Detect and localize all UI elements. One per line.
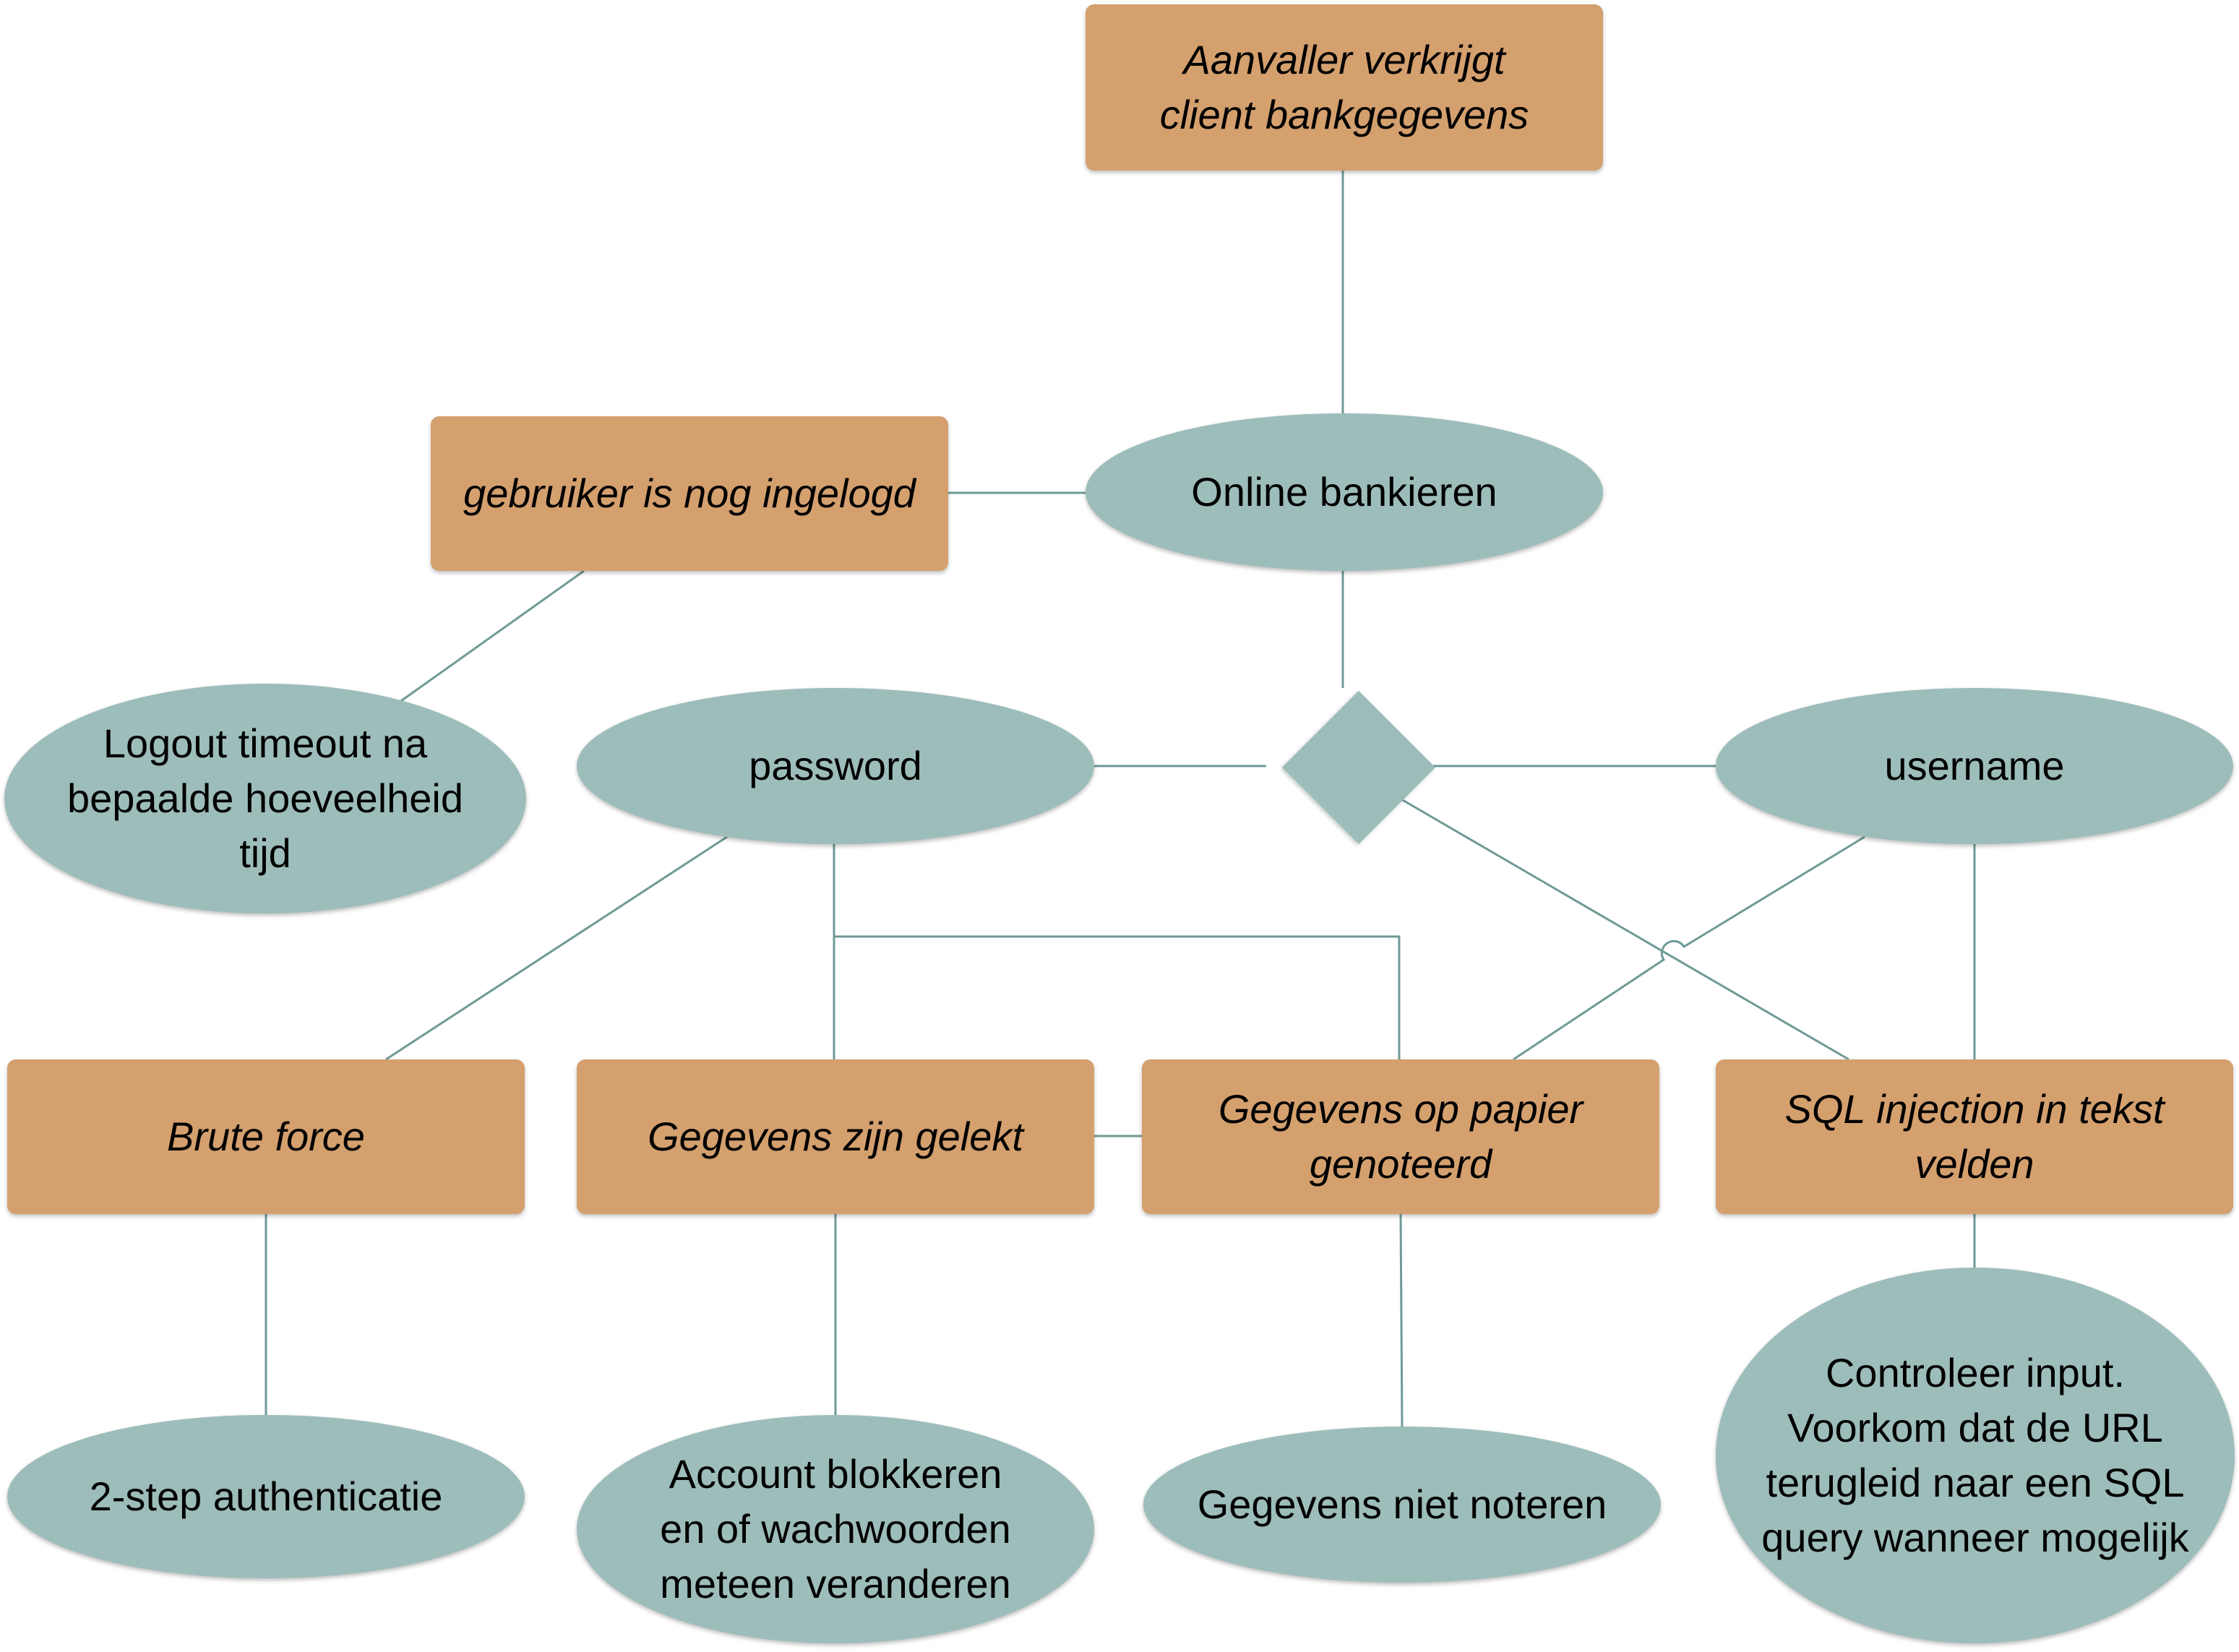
node-controleer-input: Controleer input. Voorkom dat de URL ter… [1716,1268,2235,1643]
edge-papier-nietnoteren [1399,1213,1404,1427]
edge-ingelogd-logout [398,569,585,704]
node-password: password [577,688,1094,844]
node-gegevens-gelekt: Gegevens zijn gelekt [577,1059,1094,1214]
node-gegevens-niet-noteren: Gegevens niet noteren [1143,1427,1661,1583]
node-online-bankieren: Online bankieren [1086,413,1603,571]
node-sql-injection: SQL injection in tekst velden [1716,1059,2233,1214]
node-gegevens-op-papier: Gegevens op papier genoteerd [1142,1059,1659,1214]
edge-username-papier [1513,835,1865,1061]
node-brute-force: Brute force [7,1059,525,1214]
node-gebruiker-ingelogd: gebruiker is nog ingelogd [431,416,948,571]
node-account-blokkeren: Account blokkeren en of wachwoorden mete… [577,1415,1094,1643]
node-aanvaller-verkrijgt-bankgegevens: Aanvaller verkrijgt client bankgegevens [1086,4,1603,171]
edge-gate-sql [1396,795,1849,1061]
node-2-step-authenticatie: 2-step authenticatie [7,1415,525,1578]
edge-password-papier [834,935,1401,1059]
node-logout-timeout: Logout timeout na bepaalde hoeveelheid t… [4,684,526,913]
edge-password-bruteforce [385,835,728,1061]
node-username: username [1716,688,2233,844]
